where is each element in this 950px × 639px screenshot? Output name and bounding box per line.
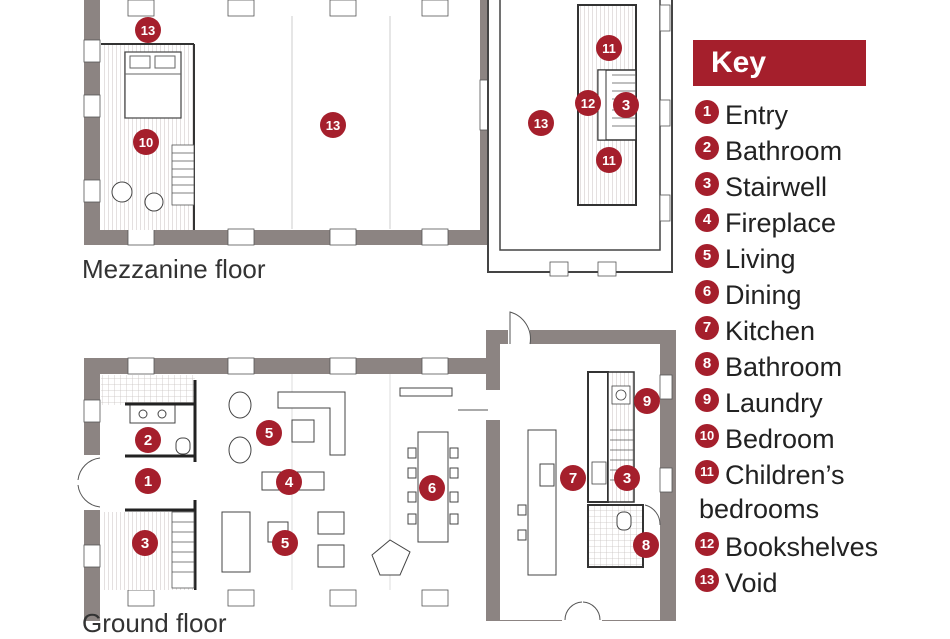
key-number-badge: 7 bbox=[695, 315, 719, 340]
room-badge-circle-m12 bbox=[575, 90, 601, 116]
ground-stair bbox=[171, 511, 195, 589]
room-badge-g4: 4 bbox=[285, 474, 294, 491]
ground-interior-walls bbox=[125, 380, 197, 590]
key-item-label: Bookshelves bbox=[725, 531, 879, 562]
room-badge-g7: 7 bbox=[569, 470, 577, 487]
key-number-badge: 2 bbox=[695, 135, 719, 160]
room-badge-m13c: 13 bbox=[534, 116, 548, 131]
ground-windows bbox=[83, 357, 449, 607]
room-badge-circle-g4 bbox=[276, 469, 302, 495]
room-badge-circle-g2 bbox=[135, 427, 161, 453]
mezz-chair bbox=[111, 181, 133, 203]
room-badge-circle-g5a bbox=[256, 420, 282, 446]
key-number-badge: 13 bbox=[695, 567, 719, 592]
room-badge-circle-g9 bbox=[634, 388, 660, 414]
annex-windows bbox=[659, 374, 673, 493]
key-title: Key bbox=[693, 40, 866, 86]
key-number-badge: 10 bbox=[695, 423, 719, 448]
mezz-ottoman bbox=[144, 192, 164, 212]
key-number-badge: 11 bbox=[695, 459, 719, 484]
room-badge-g1: 1 bbox=[144, 473, 152, 490]
room-badge-g8: 8 bbox=[642, 537, 650, 554]
ground-floor-label: Ground floor bbox=[82, 608, 227, 638]
room-badge-circle-m13b bbox=[320, 112, 346, 138]
room-badge-m11b: 11 bbox=[602, 153, 616, 168]
room-badge-g2: 2 bbox=[144, 432, 152, 449]
key-number-badge: 6 bbox=[695, 279, 719, 304]
mezz-stair bbox=[171, 144, 195, 206]
key-item-label: Void bbox=[725, 567, 778, 598]
annex-door-swing bbox=[564, 601, 601, 621]
key-number-badge: 3 bbox=[695, 171, 719, 196]
key-number-badge: 1 bbox=[695, 99, 719, 124]
room-badge-circle-g3b bbox=[614, 465, 640, 491]
key-item-label: Kitchen bbox=[725, 315, 816, 346]
key-item-label: Living bbox=[725, 243, 796, 274]
room-badge-circle-m11a bbox=[596, 35, 622, 61]
room-badge-m11a: 11 bbox=[602, 41, 616, 56]
room-badge-g6: 6 bbox=[428, 480, 436, 497]
key-number-badge: 9 bbox=[695, 387, 719, 412]
room-badge-circle-m10 bbox=[133, 129, 159, 155]
room-badge-g5a: 5 bbox=[265, 425, 273, 442]
room-badge-m12: 12 bbox=[581, 96, 595, 111]
room-badge-circle-g3a bbox=[132, 530, 158, 556]
key-item-label: Bathroom bbox=[725, 135, 843, 166]
room-badge-circle-m13c bbox=[528, 110, 554, 136]
mezzanine-plan bbox=[83, 0, 673, 277]
key-number-badge: 5 bbox=[695, 243, 719, 268]
key-item-label: Fireplace bbox=[725, 207, 837, 238]
room-badge-circle-g8 bbox=[633, 532, 659, 558]
key-item-label: Entry bbox=[725, 99, 789, 130]
room-badge-g3a: 3 bbox=[141, 535, 149, 552]
room-badge-m3: 3 bbox=[622, 97, 630, 114]
room-badge-circle-m3 bbox=[613, 92, 639, 118]
key-item-label: Stairwell bbox=[725, 171, 828, 202]
key-number-badge: 4 bbox=[695, 207, 719, 232]
room-badge-circle-m11b bbox=[596, 147, 622, 173]
room-badge-circle-g7 bbox=[560, 465, 586, 491]
room-badge-circle-g1 bbox=[135, 468, 161, 494]
ground-plan bbox=[77, 311, 676, 621]
living-furniture bbox=[221, 387, 453, 576]
key-item-label: Bedroom bbox=[725, 423, 835, 454]
key-number-badge: 12 bbox=[695, 531, 719, 556]
room-badge-g3b: 3 bbox=[623, 470, 631, 487]
kitchen-island bbox=[517, 429, 557, 576]
room-badge-m13a: 13 bbox=[141, 23, 155, 38]
key-number-badge: 8 bbox=[695, 351, 719, 376]
room-badge-circle-g6 bbox=[419, 475, 445, 501]
key-item-label: Laundry bbox=[725, 387, 823, 418]
key-item-label: Bathroom bbox=[725, 351, 843, 382]
room-badge-circle-g5b bbox=[272, 530, 298, 556]
room-badge-g9: 9 bbox=[643, 393, 651, 410]
mezz-annex-windows bbox=[549, 4, 671, 277]
mezzanine-floor-label: Mezzanine floor bbox=[82, 254, 266, 284]
room-badge-circle-m13a bbox=[135, 17, 161, 43]
room-badge-g5b: 5 bbox=[281, 535, 289, 552]
room-badge-m10: 10 bbox=[139, 135, 153, 150]
key-item-11-cont: bedrooms bbox=[699, 494, 820, 524]
room-badge-m13b: 13 bbox=[326, 118, 340, 133]
entry-door-swing bbox=[77, 457, 101, 508]
key-item-label: Children’s bbox=[725, 459, 845, 490]
annex-bathroom bbox=[587, 504, 644, 568]
key-item-label: Dining bbox=[725, 279, 802, 310]
